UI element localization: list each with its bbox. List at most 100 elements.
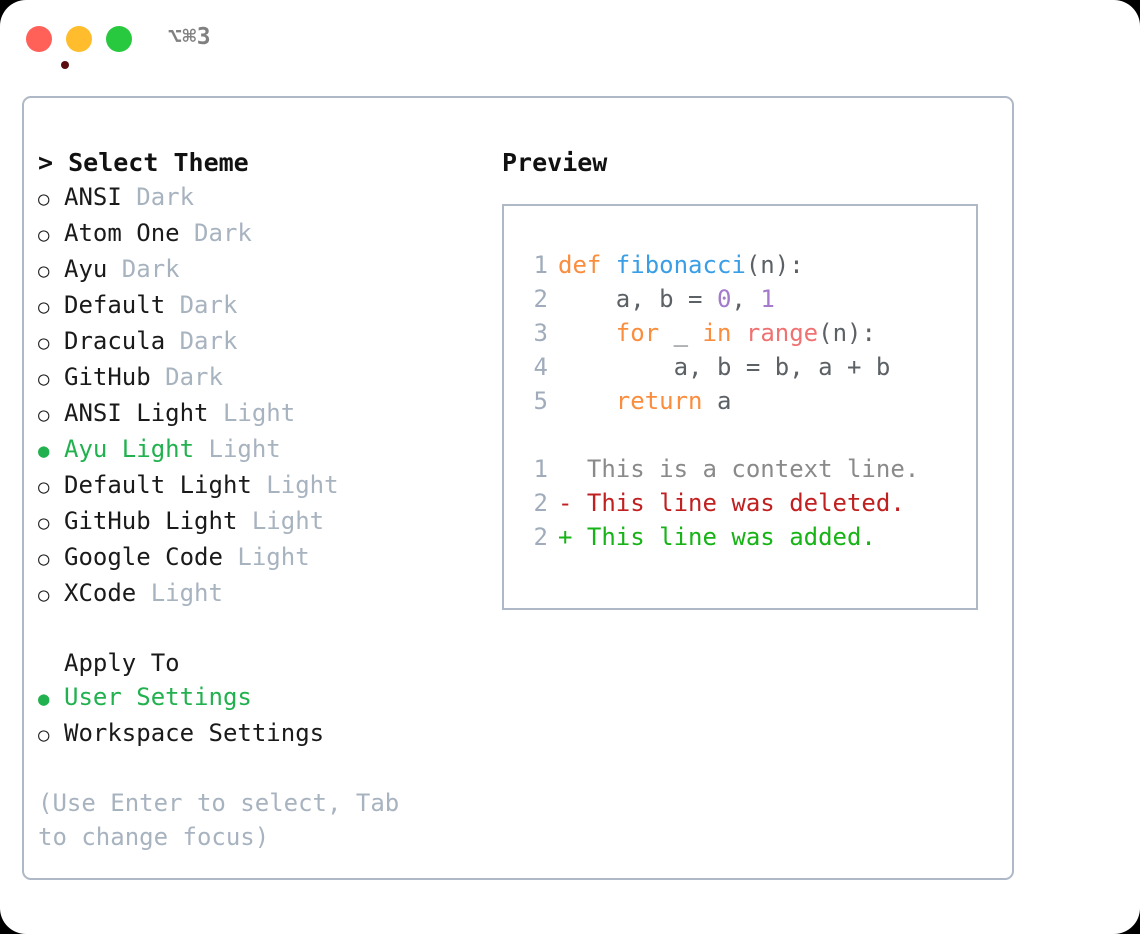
radio-unselected-icon: ○ bbox=[38, 404, 50, 426]
theme-option-label: Google Code bbox=[64, 543, 223, 571]
apply-to-list: ● User Settings ○ Workspace Settings bbox=[38, 680, 468, 752]
radio-unselected-icon: ○ bbox=[38, 260, 50, 282]
theme-option-label: Default bbox=[64, 291, 166, 319]
title-bar: ⌥⌘3 bbox=[0, 0, 1140, 78]
code-token: 1 bbox=[760, 285, 775, 313]
theme-variant-badge: Light bbox=[222, 543, 310, 571]
code-token: return bbox=[615, 387, 703, 415]
theme-option-github[interactable]: ○ GitHub Dark bbox=[38, 360, 468, 396]
keyboard-shortcut-label: ⌥⌘3 bbox=[168, 24, 212, 50]
diff-line-text: - This line was deleted. bbox=[558, 489, 905, 517]
theme-option-label: Ayu bbox=[64, 255, 108, 283]
theme-option-ayu[interactable]: ○ Ayu Dark bbox=[38, 252, 468, 288]
theme-variant-badge: Light bbox=[136, 579, 223, 607]
theme-option-label: GitHub bbox=[64, 363, 151, 391]
theme-variant-badge: Dark bbox=[150, 363, 223, 391]
code-token: in bbox=[702, 319, 732, 347]
recording-indicator-icon bbox=[61, 61, 69, 69]
theme-option-ayu-light[interactable]: ● Ayu Light Light bbox=[38, 432, 468, 468]
theme-variant-badge: Light bbox=[194, 435, 281, 463]
theme-variant-badge: Dark bbox=[165, 327, 238, 355]
theme-variant-badge: Light bbox=[237, 507, 325, 535]
radio-unselected-icon: ○ bbox=[38, 512, 50, 534]
theme-option-default-light[interactable]: ○ Default Light Light bbox=[38, 468, 468, 504]
apply-to-option-label: Workspace Settings bbox=[64, 719, 325, 747]
code-token: 0 bbox=[716, 285, 732, 313]
radio-unselected-icon: ○ bbox=[38, 548, 50, 570]
code-token: , bbox=[731, 285, 761, 313]
code-line-number: 5 bbox=[533, 387, 548, 415]
theme-option-ansi[interactable]: ○ ANSI Dark bbox=[38, 180, 468, 216]
radio-unselected-icon: ○ bbox=[38, 224, 50, 246]
code-line: 5 return a bbox=[522, 384, 976, 418]
theme-variant-badge: Dark bbox=[179, 219, 252, 247]
radio-selected-icon: ● bbox=[38, 440, 50, 462]
theme-option-ansi-light[interactable]: ○ ANSI Light Light bbox=[38, 396, 468, 432]
code-token: a, b = b, a + b bbox=[558, 353, 891, 381]
radio-unselected-icon: ○ bbox=[38, 368, 50, 390]
radio-unselected-icon: ○ bbox=[38, 724, 50, 746]
code-token: for bbox=[615, 319, 660, 347]
theme-variant-badge: Light bbox=[251, 471, 339, 499]
radio-unselected-icon: ○ bbox=[38, 584, 50, 606]
apply-to-option-label: User Settings bbox=[64, 683, 252, 711]
theme-option-google-code[interactable]: ○ Google Code Light bbox=[38, 540, 468, 576]
code-token: def bbox=[558, 251, 616, 279]
maximize-window-button[interactable] bbox=[106, 26, 132, 52]
theme-option-label: Default Light bbox=[64, 471, 252, 499]
radio-unselected-icon: ○ bbox=[38, 332, 50, 354]
theme-option-label: ANSI Light bbox=[64, 399, 209, 427]
code-line: 3 for _ in range(n): bbox=[522, 316, 976, 350]
close-window-button[interactable] bbox=[26, 26, 69, 69]
code-token: (n): bbox=[818, 319, 876, 347]
apply-to-header: Apply To bbox=[64, 649, 180, 677]
diff-line-del: 2 - This line was deleted. bbox=[522, 486, 976, 520]
radio-unselected-icon: ○ bbox=[38, 296, 50, 318]
diff-line-text: + This line was added. bbox=[558, 523, 876, 551]
theme-option-atom-one[interactable]: ○Atom One Dark bbox=[38, 216, 468, 252]
theme-option-dracula[interactable]: ○Dracula Dark bbox=[38, 324, 468, 360]
diff-preview: 1 This is a context line. 2 - This line wa… bbox=[522, 452, 976, 554]
code-token bbox=[558, 316, 616, 350]
diff-line-text: This is a context line. bbox=[558, 455, 920, 483]
radio-unselected-icon: ○ bbox=[38, 188, 50, 210]
theme-option-xcode[interactable]: ○ XCode Light bbox=[38, 576, 468, 612]
code-token: a bbox=[702, 387, 732, 415]
keyboard-hint-text: (Use Enter to select, Tab to change focu… bbox=[38, 789, 414, 851]
select-theme-header: > Select Theme bbox=[38, 148, 249, 177]
radio-unselected-icon: ○ bbox=[38, 476, 50, 498]
apply-to-option-user-settings[interactable]: ● User Settings bbox=[38, 680, 468, 716]
code-line: 2 a, b = 0, 1 bbox=[522, 282, 976, 316]
main-panel: > Select Theme ○ANSI Dark○Atom One Dark○… bbox=[22, 96, 1014, 880]
minimize-window-button[interactable] bbox=[66, 26, 92, 52]
code-line-number: 1 bbox=[533, 251, 548, 279]
code-line-number: 3 bbox=[533, 319, 548, 347]
code-token: fibonacci bbox=[615, 251, 746, 279]
theme-selection-column: > Select Theme ○ANSI Dark○Atom One Dark○… bbox=[38, 146, 468, 854]
code-token: range bbox=[745, 319, 819, 347]
diff-line-number: 2 bbox=[533, 523, 548, 551]
diff-line-number: 2 bbox=[533, 489, 548, 517]
theme-variant-badge: Dark bbox=[107, 255, 180, 283]
apply-to-option-workspace-settings[interactable]: ○ Workspace Settings bbox=[38, 716, 468, 752]
radio-selected-icon: ● bbox=[38, 688, 50, 710]
preview-title: Preview bbox=[502, 148, 608, 177]
theme-option-default[interactable]: ○ Default Dark bbox=[38, 288, 468, 324]
code-token: a, b = bbox=[558, 285, 717, 313]
diff-line-number: 1 bbox=[533, 455, 548, 483]
apply-to-group: Apply To ● User Settings ○ Workspace Settin… bbox=[38, 646, 468, 752]
theme-option-label: GitHub Light bbox=[64, 507, 238, 535]
theme-variant-badge: Dark bbox=[165, 291, 238, 319]
theme-variant-badge: Light bbox=[208, 399, 296, 427]
theme-option-github-light[interactable]: ○ GitHub Light Light bbox=[38, 504, 468, 540]
theme-option-label: XCode bbox=[64, 579, 137, 607]
theme-variant-badge: Dark bbox=[121, 183, 195, 211]
code-token bbox=[731, 316, 745, 350]
theme-option-label: Ayu Light bbox=[64, 435, 195, 463]
theme-option-label: ANSI bbox=[64, 183, 122, 211]
diff-line-add: 2 + This line was added. bbox=[522, 520, 976, 554]
